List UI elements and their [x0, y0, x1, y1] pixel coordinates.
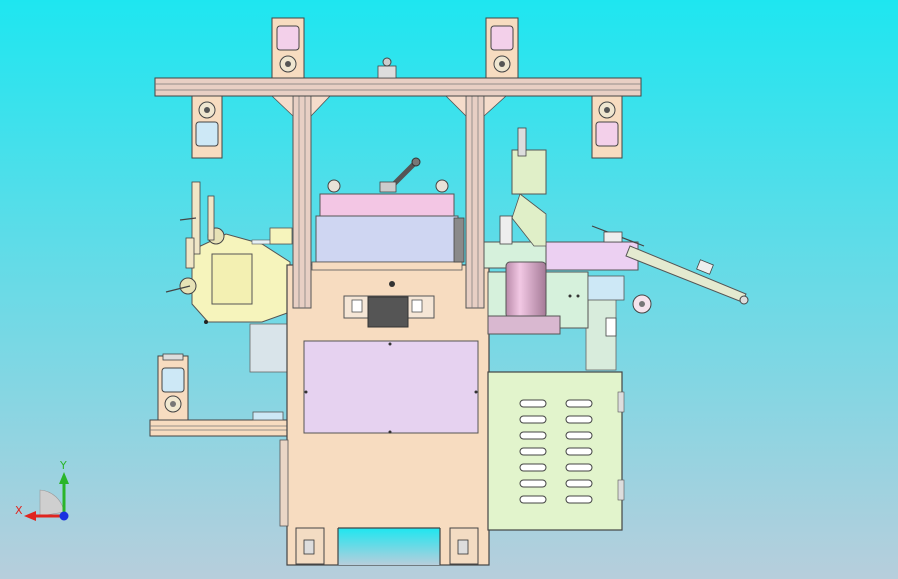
vent-slot	[519, 415, 547, 424]
top-crossbeam[interactable]	[154, 77, 642, 97]
feed-arm[interactable]	[591, 225, 749, 305]
vent-slots	[519, 399, 593, 504]
vent-slot	[519, 447, 547, 456]
vent-slot	[565, 447, 593, 456]
vent-slot	[519, 479, 547, 488]
triad-x-label: X	[15, 504, 23, 517]
vent-slot	[565, 463, 593, 472]
vent-slot	[519, 463, 547, 472]
coordinate-triad: Y X	[15, 459, 69, 521]
top-bearing-right[interactable]	[485, 17, 519, 79]
die-cutting-head[interactable]	[311, 157, 465, 271]
center-clamp[interactable]	[377, 57, 397, 79]
vent-slot	[565, 479, 593, 488]
vent-slot	[519, 495, 547, 504]
side-bearing-right[interactable]	[591, 95, 623, 159]
vent-slot	[565, 495, 593, 504]
back-plate	[249, 297, 617, 373]
feed-unit[interactable]	[483, 127, 652, 337]
triad-y-label: Y	[59, 459, 67, 472]
vent-slot	[565, 431, 593, 440]
vent-slot	[519, 399, 547, 408]
vent-slot	[519, 431, 547, 440]
electrical-cabinet[interactable]	[487, 371, 625, 531]
lower-bearing-left[interactable]	[157, 353, 189, 421]
side-bearing-left[interactable]	[191, 95, 223, 159]
vent-slot	[565, 399, 593, 408]
main-body[interactable]	[279, 264, 490, 566]
top-bearing-left[interactable]	[271, 17, 305, 79]
vent-slot	[565, 415, 593, 424]
unwind-unit[interactable]	[165, 181, 293, 324]
